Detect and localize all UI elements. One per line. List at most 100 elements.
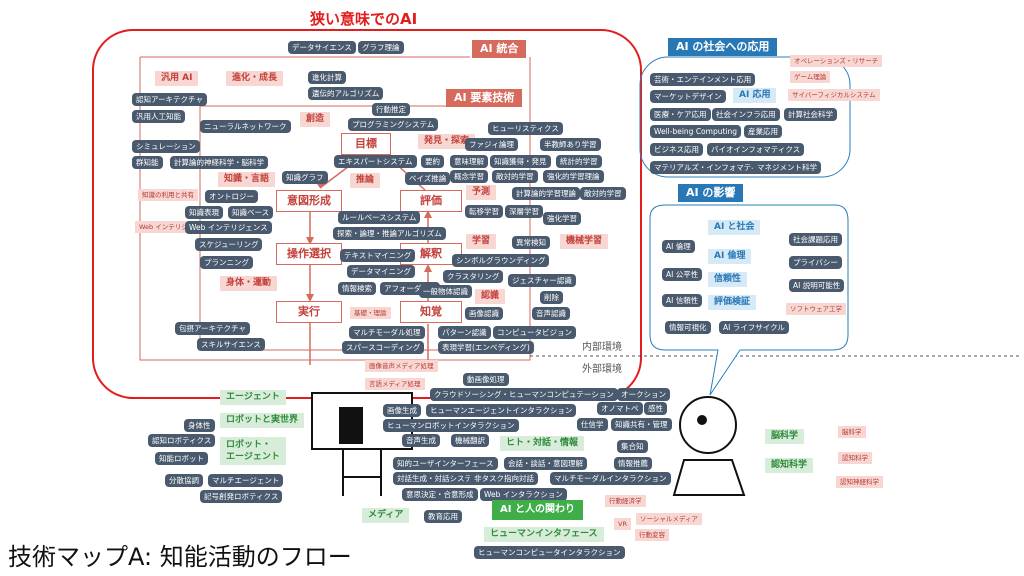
flow-goal: 目標 [341,133,391,155]
chip-reinforcement: 強化学習 [543,212,581,225]
chip-rule-base: ルールベースシステム [338,211,421,224]
label-eval-verification: 評価検証 [708,295,757,310]
label-brain-science: 脳科学 [765,429,805,444]
chip-multimodal-interaction: マルチモーダルインタラクション [550,472,671,485]
chip-emotion: 感性 [644,402,667,415]
flow-execute: 実行 [276,301,342,323]
chip-machine-translation: 機械翻訳 [451,434,489,447]
chip-representation-learning: 表現学習(エンベディング) [438,341,534,354]
chip-knowledge-graph: 知識グラフ [282,171,328,184]
flow-perceive: 知覚 [400,301,462,323]
chip-expert-system: エキスパートシステム [334,155,417,168]
chip-transfer-learning: 転移学習 [465,205,503,218]
chip-adversarial-learning: 敵対的学習 [492,170,538,183]
chip-group-knowledge: 集合知 [617,440,648,453]
chip-speech-generation: 音声生成 [402,434,440,447]
chip-video-processing: 動画像処理 [463,373,509,386]
chip-symbol-grounding: シンボルグラウンディング [452,254,550,267]
flow-intent: 意図形成 [276,190,342,212]
chip-cognitive-arch: 認知アーキテクチャ [132,93,207,106]
label-knowledge-use: 知識の利用と共有 [138,189,198,201]
chip-ai-reliability: AI 信頼性 [662,294,703,307]
label-social-media: ソーシャルメディア [636,513,702,525]
label-basics-theory: 基礎・理論 [350,307,391,319]
chip-web-intelligence: Web インテリジェンス [185,221,272,234]
chip-info-visualization: 情報可視化 [665,321,711,334]
chip-dialogue-system: 対話生成・対話システム [393,472,484,485]
chip-ai-lifecycle: AI ライフサイクル [719,321,789,334]
chip-behavior-estimation: 行動推定 [372,103,410,116]
label-reliability: 信頼性 [708,272,748,287]
chip-neural-network: ニューラルネットワーク [200,120,291,133]
chip-text-mining: テキストマイニング [340,249,416,262]
chip-hci: ヒューマンコンピュータインタラクション [474,546,625,559]
chip-social-issues: 社会課題応用 [789,233,842,246]
chip-image-generation: 画像生成 [383,404,421,417]
chip-intelligent-robot: 知能ロボット [155,452,208,465]
chip-summary: 要約 [421,155,444,168]
chip-decision-making: 意思決定・合意形成 [402,488,478,501]
label-cognitive-science-pink: 認知科学 [838,452,872,464]
label-cps: サイバーフィジカルシステム [788,89,880,101]
chip-crowdsourcing: クラウドソーシング・ヒューマンコンピュテーション [430,388,618,401]
chip-general-knowledge: 汎用人工知能 [132,110,185,123]
chip-planning: プランニング [200,256,253,269]
chip-hai: ヒューマンエージェントインタラクション [426,404,577,417]
label-general-ai: 汎用 AI [155,71,199,86]
chip-comp-neuro: 計算論的神経科学・脳科学 [170,156,268,169]
header-ai-elements: AI 要素技術 [446,89,523,107]
chip-gesture-recognition: ジェスチャー認識 [508,274,576,287]
chip-speech-recognition: 音声認識 [532,307,570,320]
label-software-engineering: ソフトウェア工学 [786,303,846,315]
chip-multimodal: マルチモーダル処理 [349,326,425,339]
flow-evaluate: 評価 [400,190,462,212]
chip-adversarial-learning2: 敵対的学習 [580,187,626,200]
chip-comp-learning-theory: 計算論的学習理論 [512,187,580,200]
label-ai-application: AI 応用 [733,88,777,103]
chip-distributed-cognition: 分散協調 [165,474,203,487]
chip-knowledge-acquisition: 知識獲得・発見 [490,155,551,168]
label-media: メディア [362,508,410,523]
label-internal-env: 内部環境 [582,342,622,353]
chip-knowledge-base: 知識ベース [228,206,274,219]
label-external-env: 外部環境 [582,364,622,375]
chip-multi-agent: マルチエージェント [208,474,284,487]
chip-onomatopoeia: オノマトペ [597,402,643,415]
chip-medical: 医療・ケア応用 [650,108,711,121]
label-image-audio-media: 画像音声メディア処理 [365,360,438,372]
page-title: 狭い意味でのAI [310,10,418,28]
chip-ai-ethics: AI 倫理 [662,240,695,253]
chip-programming-system: プログラミングシステム [348,118,439,131]
chip-intelligent-ui: 知的ユーザインターフェース [393,457,498,470]
chip-genetic-algorithm: 遺伝的アルゴリズム [308,87,384,100]
chip-knowledge-sharing: 知識共有・管理 [611,418,672,431]
chip-industry: 産業応用 [744,125,782,138]
label-vr: VR [614,518,631,530]
chip-conversation: 会話・談話・意図理解 [504,457,587,470]
chip-web-interaction: Web インタラクション [480,488,567,501]
chip-cognitive-robotics: 認知ロボティクス [148,434,216,447]
chip-materials: マテリアルズ・インフォマティクス [650,161,778,174]
chip-explainability: AI 説明可能性 [789,279,845,292]
chip-self-organizing-robotics: 記号創発ロボティクス [200,490,283,503]
label-behavioral-economics: 行動経済学 [605,495,646,507]
label-human-interface: ヒューマンインタフェース [484,527,604,542]
chip-evolutionary-computation: 進化計算 [308,71,346,84]
chip-knowledge-repr: 知識表現 [185,206,223,219]
chip-skill-science: スキルサイエンス [197,338,265,351]
chip-clustering: クラスタリング [443,270,504,283]
header-ai-impact: AI の影響 [678,184,744,202]
label-discovery: 発見・探索 [418,134,476,149]
label-evolution: 進化・成長 [226,71,284,86]
label-knowledge-language: 知識・言語 [218,172,276,187]
chip-comp-social-science: 計算社会科学 [784,108,837,121]
chip-ai-fairness: AI 公平性 [662,268,703,281]
chip-sparse-coding: スパースコーディング [342,341,425,354]
label-prediction: 予測 [466,185,497,200]
flow-select: 操作選択 [276,243,342,265]
chip-ontology: オントロジー [205,190,258,203]
chip-art-entertainment: 芸術・エンテインメント応用 [650,73,756,86]
chip-deep-learning: 深層学習 [505,205,543,218]
chip-reinforcement-learning: 強化的学習理論 [543,170,604,183]
label-inference: 推論 [350,173,381,188]
